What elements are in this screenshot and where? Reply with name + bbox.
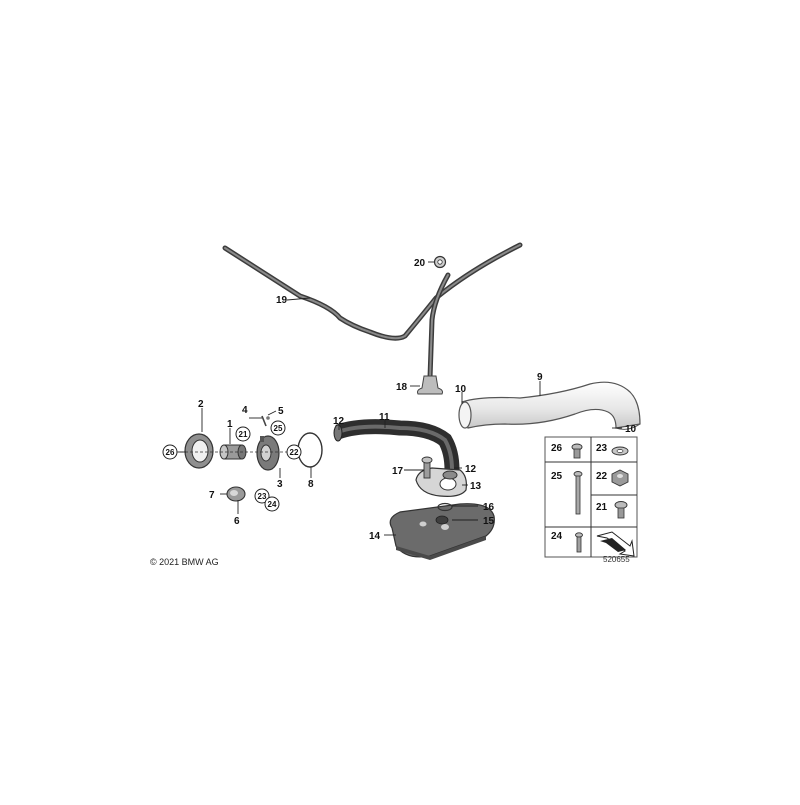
nut-22-icon xyxy=(611,469,629,487)
label-9: 9 xyxy=(537,372,543,383)
legend-26-label: 26 xyxy=(551,443,563,454)
legend-21-label: 21 xyxy=(596,502,608,513)
label-4: 4 xyxy=(242,405,248,416)
label-13: 13 xyxy=(470,481,482,492)
large-o-ring xyxy=(297,432,323,468)
label-3: 3 xyxy=(277,479,283,490)
circled-label-23: 23 xyxy=(258,492,267,501)
label-17: 17 xyxy=(392,466,404,477)
bracket-rod xyxy=(222,242,523,381)
circled-labels: 26 21 25 22 23 24 xyxy=(162,420,302,512)
label-18: 18 xyxy=(396,382,408,393)
screw-24-icon xyxy=(575,532,583,553)
label-14: 14 xyxy=(369,531,381,542)
screw-26-icon xyxy=(571,443,583,459)
rod-foot xyxy=(417,375,443,395)
label-11: 11 xyxy=(379,412,390,423)
label-10a: 10 xyxy=(455,384,467,395)
label-2: 2 xyxy=(198,399,204,410)
label-5: 5 xyxy=(278,406,284,417)
circled-label-26: 26 xyxy=(166,448,175,457)
fastener-legend: 26 23 25 22 21 24 xyxy=(544,436,638,558)
large-pipe xyxy=(458,381,641,430)
arrow-icon xyxy=(596,531,635,557)
circled-label-24: 24 xyxy=(268,500,277,509)
label-1: 1 xyxy=(227,419,233,430)
gasket-plate xyxy=(389,503,495,560)
label-15: 15 xyxy=(483,516,495,527)
label-12a: 12 xyxy=(333,416,345,427)
small-washer xyxy=(433,255,447,269)
label-16: 16 xyxy=(483,502,495,513)
part-labels: 19 20 18 9 10 10 11 12 12 13 17 16 15 14… xyxy=(198,258,637,542)
flange-housing xyxy=(256,435,280,471)
label-10b: 10 xyxy=(625,424,637,435)
leader-lines xyxy=(178,261,622,536)
label-8: 8 xyxy=(308,479,314,490)
circled-label-25: 25 xyxy=(274,424,283,433)
label-20: 20 xyxy=(414,258,426,269)
small-pin xyxy=(261,415,270,427)
o-ring xyxy=(437,502,453,512)
screw-21-icon xyxy=(614,501,628,519)
cap xyxy=(226,486,246,502)
bolt-25-icon xyxy=(573,471,583,515)
circled-label-21: 21 xyxy=(239,430,248,439)
large-ring xyxy=(184,433,214,469)
dark-hose xyxy=(333,419,460,471)
washer-23-icon xyxy=(611,446,629,456)
label-7: 7 xyxy=(209,490,215,501)
circled-label-22: 22 xyxy=(290,448,299,457)
flange-screw xyxy=(421,456,433,479)
legend-24-label: 24 xyxy=(551,531,563,542)
label-19: 19 xyxy=(276,295,288,306)
copyright-text: © 2021 BMW AG xyxy=(150,557,219,567)
legend-23-label: 23 xyxy=(596,443,608,454)
legend-25-label: 25 xyxy=(551,471,563,482)
legend-22-label: 22 xyxy=(596,471,608,482)
diagram-id: 520655 xyxy=(603,555,630,564)
label-6: 6 xyxy=(234,516,240,527)
label-12b: 12 xyxy=(465,464,477,475)
